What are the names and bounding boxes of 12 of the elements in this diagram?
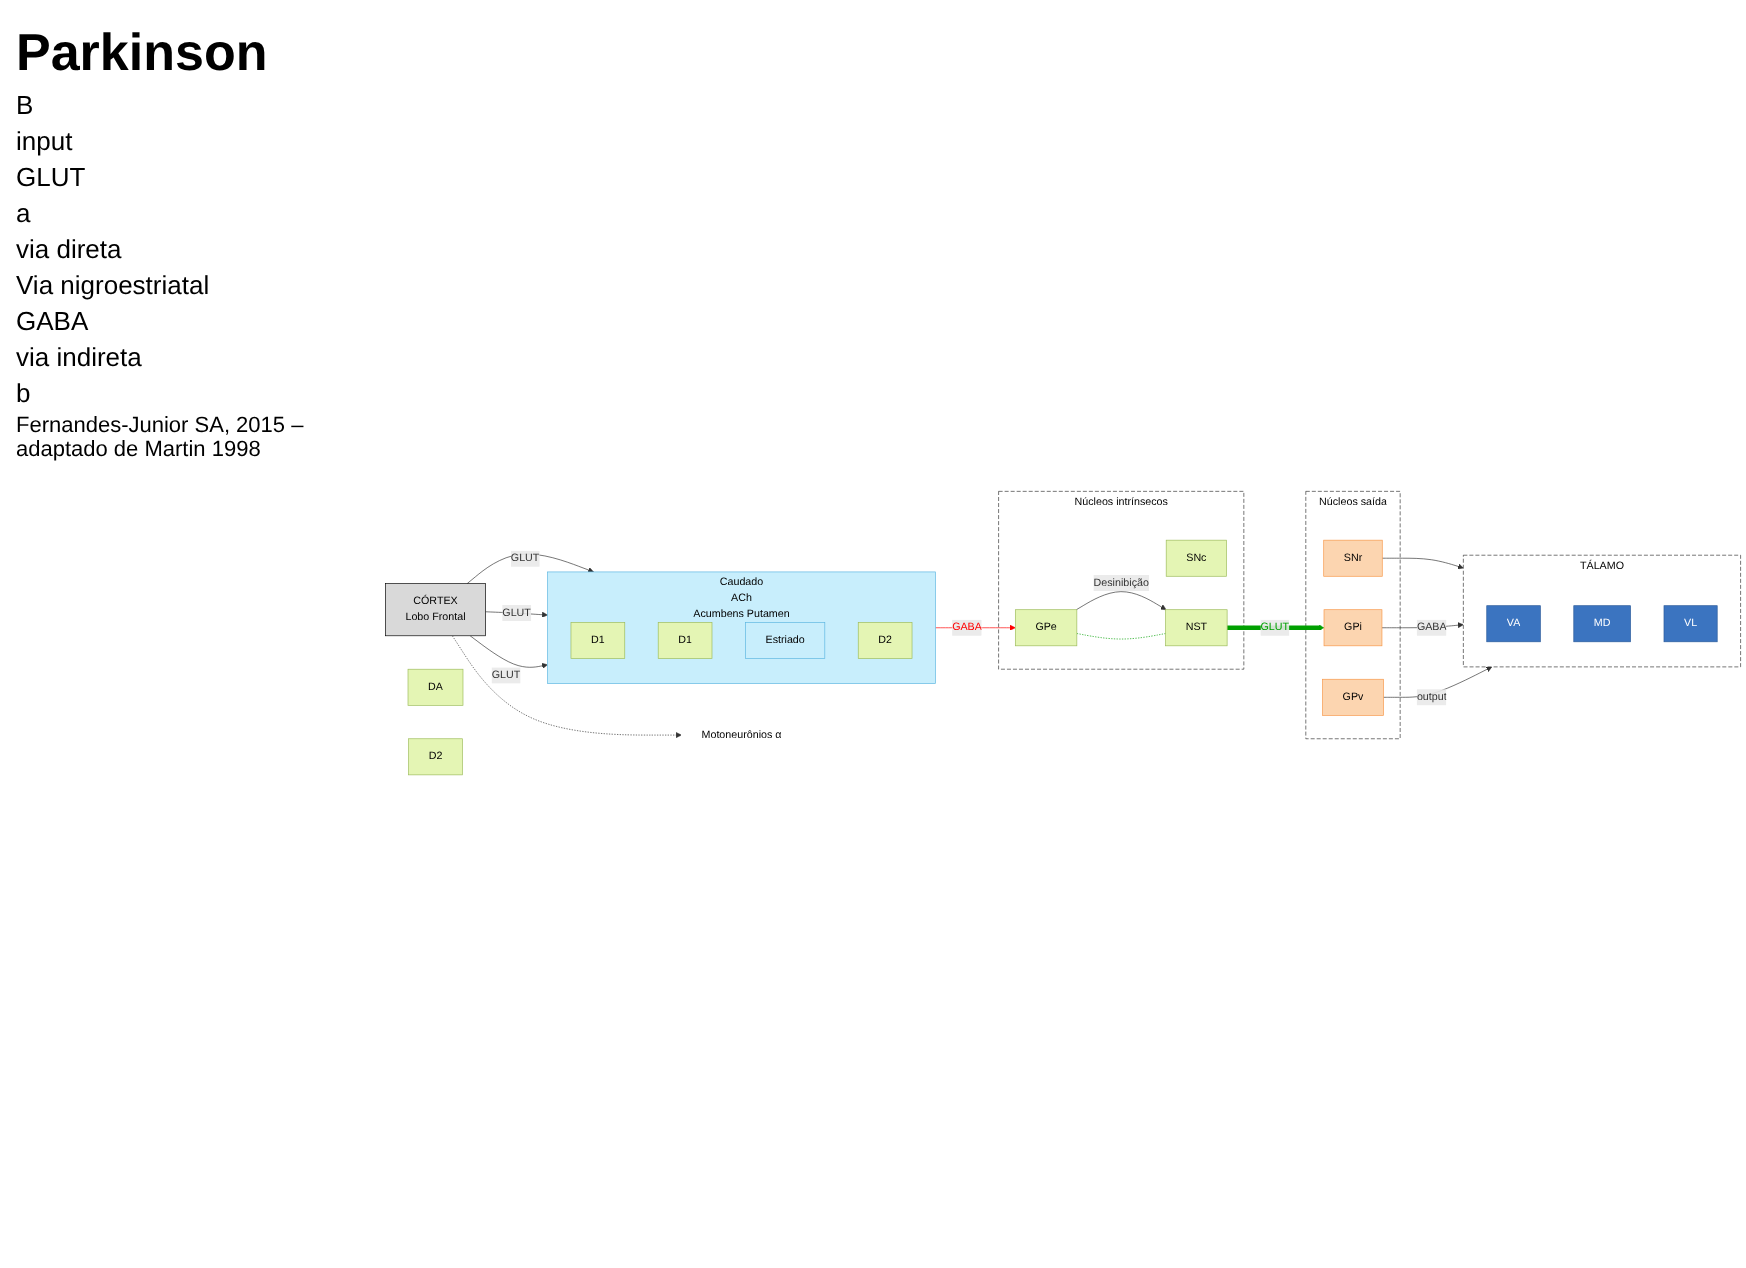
caption: Fernandes-Junior SA, 2015 – adaptado de Martin 1998 (16, 414, 306, 462)
text-label: GLUT (16, 162, 88, 192)
text-label: via direta (16, 234, 124, 264)
text-label: via indireta (16, 342, 144, 372)
text-label: Via nigroestriatal (16, 270, 212, 300)
text-label: a (16, 198, 33, 228)
arrow (1227, 625, 1325, 632)
diagram-title: Parkinson (16, 22, 270, 84)
text-label: b (16, 378, 33, 408)
text-label: input (16, 126, 75, 156)
text-label: B (16, 90, 36, 120)
text-label: GABA (16, 306, 91, 336)
